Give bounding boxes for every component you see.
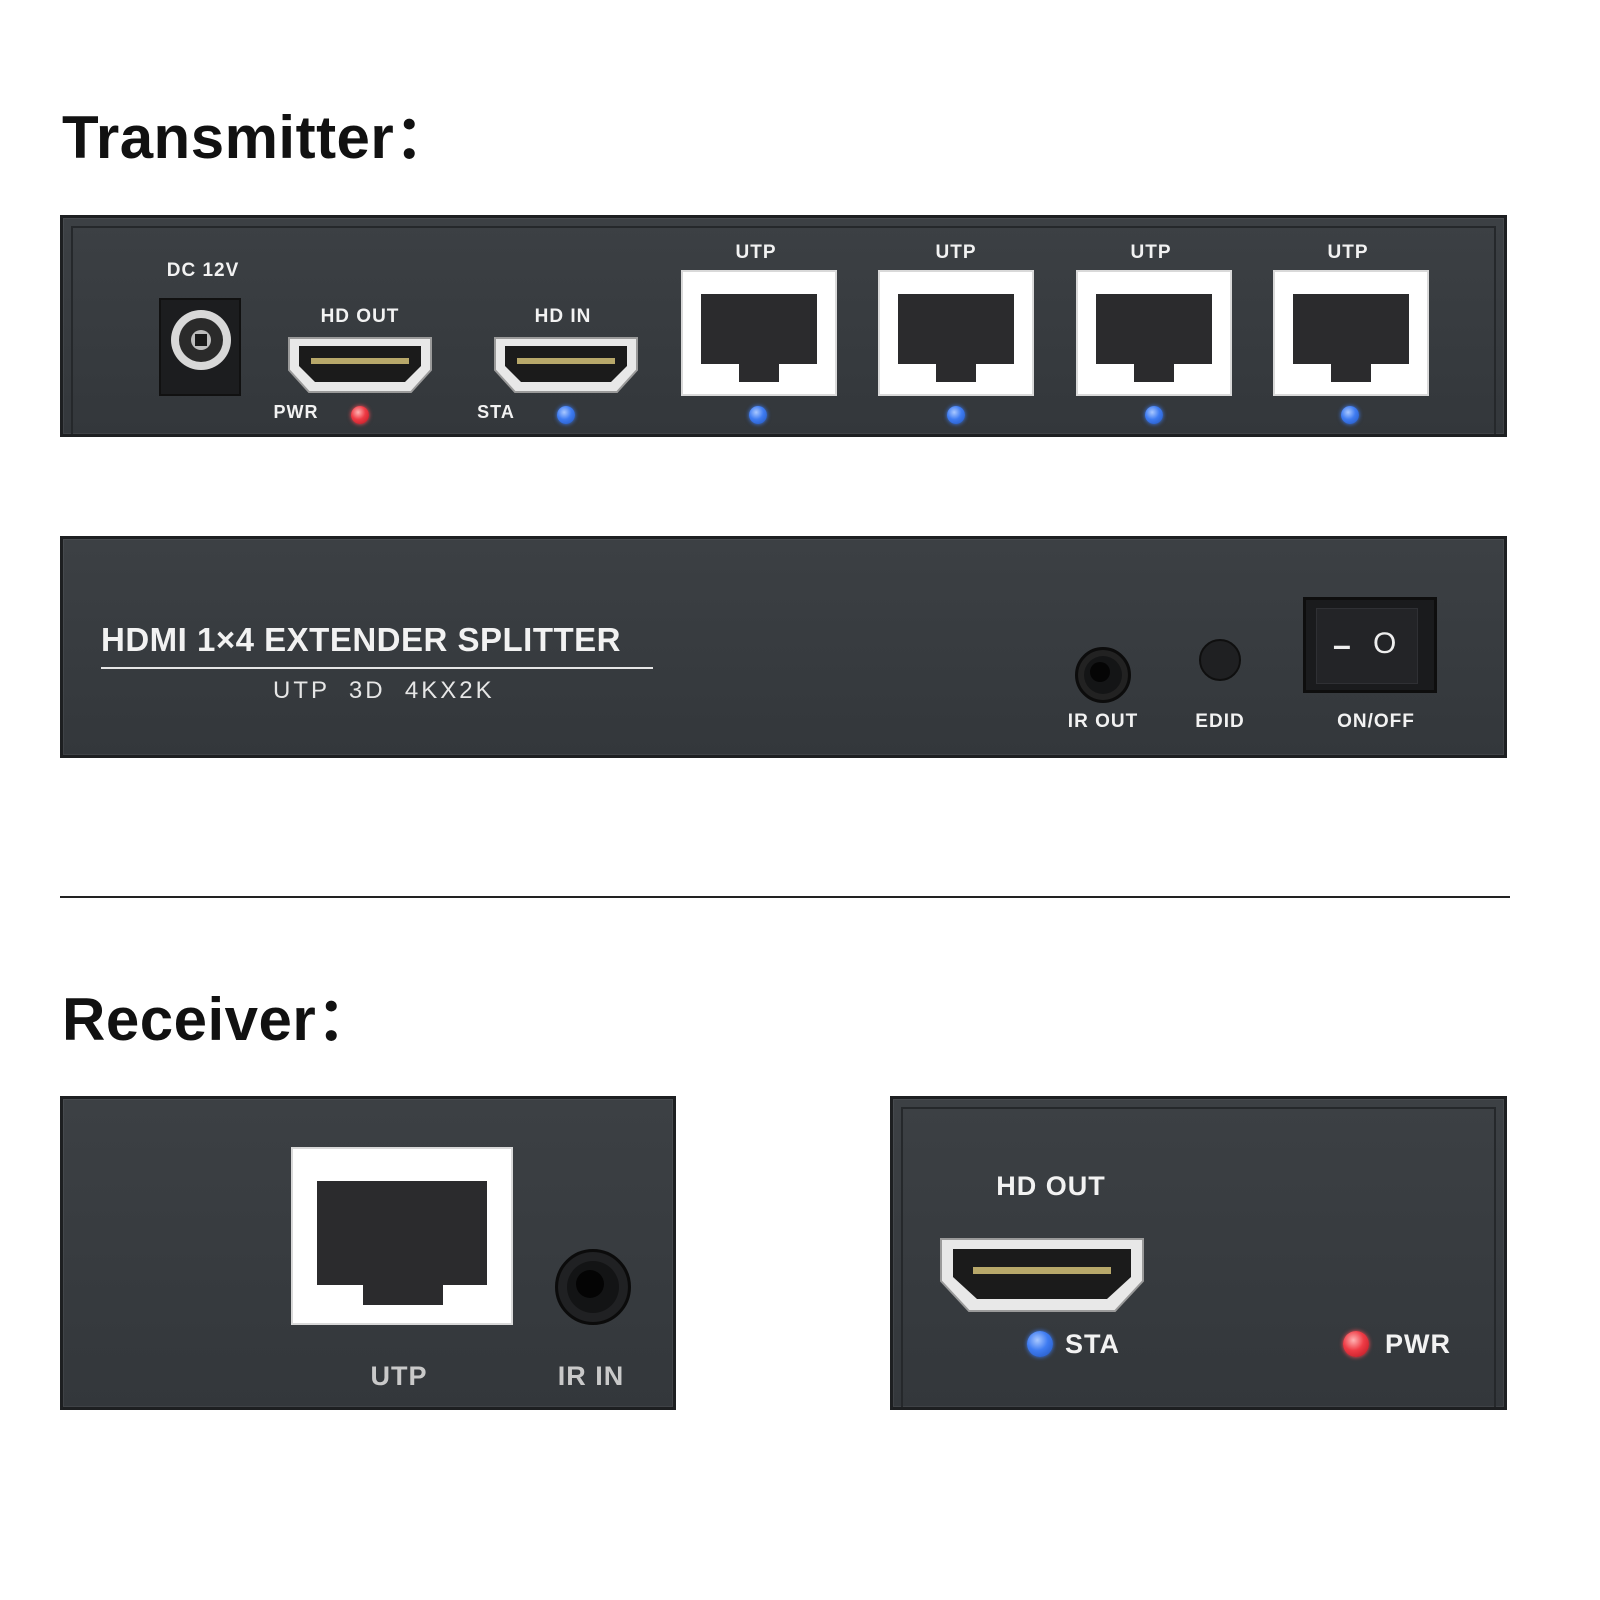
utp-label-3: UTP: [1130, 242, 1172, 263]
ir-in-label: IR IN: [557, 1361, 625, 1391]
utp-port-3[interactable]: [1076, 270, 1232, 396]
transmitter-rear-panel: DC 12V HD OUT PWR HD IN STA UTP: [60, 215, 1507, 437]
hd-out-label: HD OUT: [320, 306, 400, 327]
power-switch[interactable]: – O: [1303, 597, 1437, 693]
hdmi-in-port[interactable]: [491, 334, 641, 396]
receiver-pwr-label: PWR: [1385, 1329, 1451, 1359]
rj45-latch: [363, 1285, 443, 1305]
utp-label-4: UTP: [1327, 242, 1369, 263]
section-divider: [60, 896, 1510, 898]
transmitter-heading: Transmitter：: [62, 104, 455, 171]
rj45-latch: [1134, 364, 1174, 382]
receiver-sta-led: [1027, 1331, 1053, 1357]
utp-label-2: UTP: [935, 242, 977, 263]
utp-port-4[interactable]: [1273, 270, 1429, 396]
dc-jack-icon: [171, 310, 231, 370]
rj45-icon: [1096, 294, 1212, 364]
hdmi-port-icon: [288, 337, 432, 393]
receiver-utp-port[interactable]: [291, 1147, 513, 1325]
product-subtitle: UTP 3D 4KX2K: [273, 677, 495, 704]
receiver-hd-out-label: HD OUT: [996, 1171, 1106, 1201]
receiver-hdmi-out-port[interactable]: [937, 1235, 1147, 1315]
dc-12v-label: DC 12V: [166, 260, 240, 281]
dc-power-jack[interactable]: [159, 298, 241, 396]
receiver-input-panel: UTP IR IN: [60, 1096, 676, 1410]
hdmi-port-icon: [494, 337, 638, 393]
receiver-sta-label: STA: [1065, 1329, 1120, 1359]
hdmi-out-port[interactable]: [285, 334, 435, 396]
transmitter-front-panel: HDMI 1×4 EXTENDER SPLITTER UTP 3D 4KX2K …: [60, 536, 1507, 758]
hd-in-label: HD IN: [534, 306, 592, 327]
ir-out-jack[interactable]: [1075, 647, 1131, 703]
receiver-utp-label: UTP: [370, 1361, 428, 1391]
switch-off-symbol: –: [1333, 627, 1351, 663]
sta-led: [557, 406, 575, 424]
rj45-icon: [1293, 294, 1409, 364]
ir-out-label: IR OUT: [1067, 711, 1139, 732]
switch-rocker: – O: [1316, 608, 1418, 684]
pwr-label: PWR: [273, 402, 319, 422]
utp-led-2: [947, 406, 965, 424]
audio-jack-icon: [1090, 662, 1110, 682]
sta-label: STA: [477, 402, 515, 422]
edid-button[interactable]: [1199, 639, 1241, 681]
utp-label-1: UTP: [735, 242, 777, 263]
rj45-icon: [898, 294, 1014, 364]
receiver-pwr-led: [1343, 1331, 1369, 1357]
rj45-latch: [739, 364, 779, 382]
rj45-latch: [1331, 364, 1371, 382]
audio-jack-icon: [576, 1270, 604, 1298]
utp-led-4: [1341, 406, 1359, 424]
utp-port-1[interactable]: [681, 270, 837, 396]
rj45-icon: [317, 1181, 487, 1285]
product-title: HDMI 1×4 EXTENDER SPLITTER: [101, 621, 622, 658]
utp-led-3: [1145, 406, 1163, 424]
onoff-label: ON/OFF: [1337, 711, 1415, 732]
title-underline: [101, 667, 653, 669]
ir-in-jack[interactable]: [555, 1249, 631, 1325]
pwr-led: [351, 406, 369, 424]
hdmi-port-icon: [940, 1238, 1144, 1312]
edid-label: EDID: [1195, 711, 1245, 732]
utp-port-2[interactable]: [878, 270, 1034, 396]
receiver-heading: Receiver：: [62, 986, 377, 1053]
rj45-latch: [936, 364, 976, 382]
receiver-output-panel: HD OUT STA PWR: [890, 1096, 1507, 1410]
utp-led-1: [749, 406, 767, 424]
switch-on-symbol: O: [1373, 627, 1397, 660]
rj45-icon: [701, 294, 817, 364]
